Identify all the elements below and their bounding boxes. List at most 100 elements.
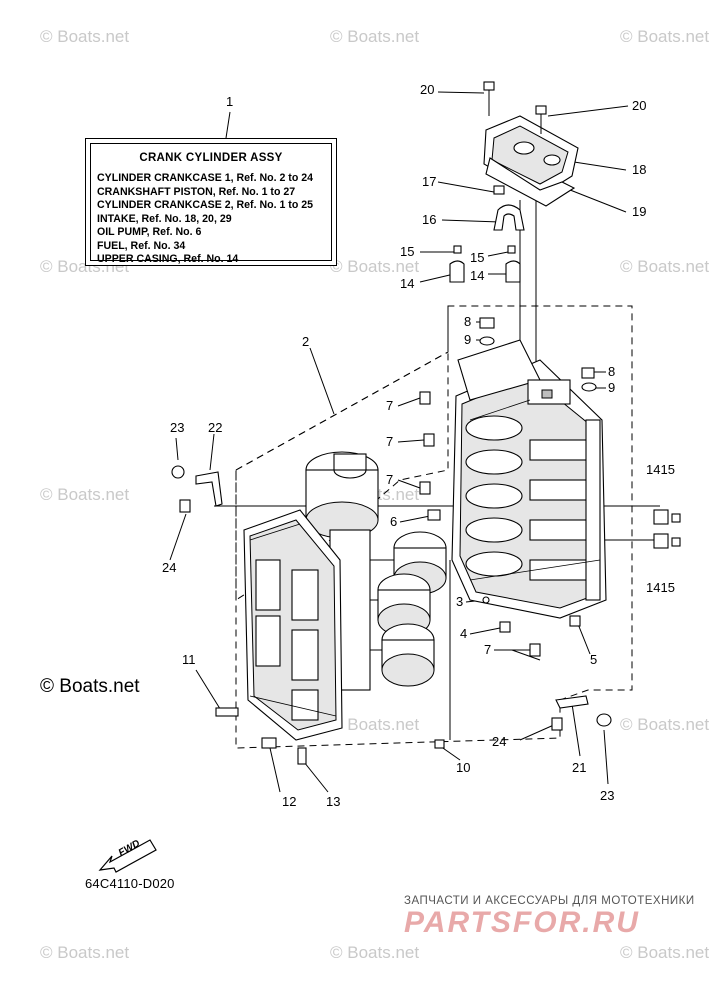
callout-20: 20 bbox=[632, 98, 646, 113]
bolt-11 bbox=[215, 707, 239, 717]
plug-8a bbox=[479, 317, 495, 329]
gasket-23a bbox=[171, 465, 185, 479]
plug-12 bbox=[261, 737, 277, 749]
gasket-23b bbox=[596, 713, 612, 727]
callout-9: 9 bbox=[608, 380, 615, 395]
callout-11: 11 bbox=[182, 652, 196, 667]
callout-9: 9 bbox=[464, 332, 471, 347]
plug-5 bbox=[569, 615, 581, 627]
callout-1: 1 bbox=[226, 94, 233, 109]
gasket-9b bbox=[581, 382, 597, 392]
fitting-7d bbox=[529, 643, 541, 657]
bolt-24b bbox=[551, 717, 563, 731]
assembly-info-box: CRANK CYLINDER ASSY CYLINDER CRANKCASE 1… bbox=[85, 138, 337, 266]
clamp-16 bbox=[493, 204, 525, 231]
callout-2: 2 bbox=[302, 334, 309, 349]
watermark: © Boats.net bbox=[330, 715, 419, 734]
fitting-7c bbox=[419, 481, 431, 495]
callout-16: 16 bbox=[422, 212, 436, 227]
callout-17: 17 bbox=[422, 174, 436, 189]
callout-1415: 1415 bbox=[646, 580, 675, 595]
callout-14: 14 bbox=[470, 268, 484, 283]
callout-8: 8 bbox=[608, 364, 615, 379]
assembly-title: CRANK CYLINDER ASSY bbox=[139, 152, 283, 164]
shop-subtitle: ЗАПЧАСТИ И АКСЕССУАРЫ ДЛЯ МОТОТЕХНИКИ bbox=[404, 895, 695, 907]
callout-7: 7 bbox=[386, 434, 393, 449]
watermark: © Boats.net bbox=[330, 257, 419, 276]
callout-3: 3 bbox=[456, 594, 463, 609]
watermark: © Boats.net bbox=[330, 943, 419, 962]
plug-4 bbox=[499, 621, 511, 633]
callout-10: 10 bbox=[456, 760, 470, 775]
watermark: © Boats.net bbox=[620, 27, 709, 46]
callout-23: 23 bbox=[170, 420, 184, 435]
callout-15: 15 bbox=[470, 250, 484, 265]
screw-15b bbox=[507, 245, 516, 254]
stud-13 bbox=[297, 747, 307, 765]
bolt-17 bbox=[493, 185, 505, 195]
screw-15a bbox=[453, 245, 462, 254]
callout-4: 4 bbox=[460, 626, 467, 641]
bolt-20a bbox=[483, 81, 495, 91]
screw-15d bbox=[671, 537, 681, 547]
watermark: © Boats.net bbox=[620, 715, 709, 734]
callout-15: 15 bbox=[400, 244, 414, 259]
callout-23: 23 bbox=[600, 788, 614, 803]
callout-13: 13 bbox=[326, 794, 340, 809]
assembly-row: CRANKSHAFT PISTON, Ref. No. 1 to 27 bbox=[97, 185, 296, 198]
callout-22: 22 bbox=[208, 420, 222, 435]
bracket-14a bbox=[449, 260, 465, 283]
bolt-20b bbox=[535, 105, 547, 115]
assembly-row: FUEL, Ref. No. 34 bbox=[97, 239, 186, 252]
bracket-14c bbox=[653, 509, 669, 525]
assembly-row: CYLINDER CRANKCASE 2, Ref. No. 1 to 25 bbox=[97, 199, 314, 211]
callout-numbers: 1 2 3 4 5 6 7 7 7 7 8 9 8 9 10 11 12 13 … bbox=[162, 82, 675, 809]
crankcase-half-left bbox=[243, 509, 343, 741]
watermark: © Boats.net bbox=[620, 943, 709, 962]
crankcase-1-outline bbox=[235, 305, 633, 749]
watermark: © Boats.net bbox=[40, 485, 129, 504]
assembly-row: INTAKE, Ref. No. 18, 20, 29 bbox=[97, 212, 232, 225]
assembly-row: CYLINDER CRANKCASE 1, Ref. No. 2 to 24 bbox=[97, 172, 314, 184]
plug-8b bbox=[581, 367, 595, 379]
watermark: © Boats.net bbox=[330, 27, 419, 46]
pipe-22 bbox=[195, 471, 223, 507]
diagram-code: 64C4110-D020 bbox=[85, 876, 175, 891]
cover-plate-assembly bbox=[449, 81, 579, 283]
assembly-row: OIL PUMP, Ref. No. 6 bbox=[97, 226, 202, 238]
leader-lines bbox=[169, 91, 660, 793]
screw-15c bbox=[671, 513, 681, 523]
watermark: © Boats.net bbox=[620, 257, 709, 276]
watermark: © Boats.net bbox=[40, 27, 129, 46]
fitting-7a bbox=[419, 391, 431, 405]
callout-14: 14 bbox=[400, 276, 414, 291]
gasket-9a bbox=[479, 336, 495, 346]
cap-10 bbox=[434, 739, 445, 749]
pin-3 bbox=[482, 596, 490, 604]
callout-1415: 1415 bbox=[646, 462, 675, 477]
callout-6: 6 bbox=[390, 514, 397, 529]
callout-20: 20 bbox=[420, 82, 434, 97]
bolt-24a bbox=[179, 499, 191, 513]
pipe-21 bbox=[555, 695, 589, 709]
callout-7: 7 bbox=[386, 398, 393, 413]
callout-24: 24 bbox=[492, 734, 506, 749]
callout-18: 18 bbox=[632, 162, 646, 177]
callout-7: 7 bbox=[386, 472, 393, 487]
shop-logo: PARTSFOR.RU bbox=[404, 906, 640, 939]
bracket-14d bbox=[653, 533, 669, 549]
assembly-row: UPPER CASING, Ref. No. 14 bbox=[97, 253, 239, 265]
callout-21: 21 bbox=[572, 760, 586, 775]
callout-5: 5 bbox=[590, 652, 597, 667]
callout-12: 12 bbox=[282, 794, 296, 809]
plug-6 bbox=[427, 509, 441, 521]
fitting-7b bbox=[423, 433, 435, 447]
fwd-arrow-icon bbox=[98, 839, 157, 873]
cylinder-crankcase-right bbox=[451, 339, 607, 619]
watermark: © Boats.net bbox=[40, 943, 129, 962]
callout-7: 7 bbox=[484, 642, 491, 657]
boats-mark: © Boats.net bbox=[40, 676, 140, 697]
callout-8: 8 bbox=[464, 314, 471, 329]
bracket-14b bbox=[505, 260, 521, 283]
